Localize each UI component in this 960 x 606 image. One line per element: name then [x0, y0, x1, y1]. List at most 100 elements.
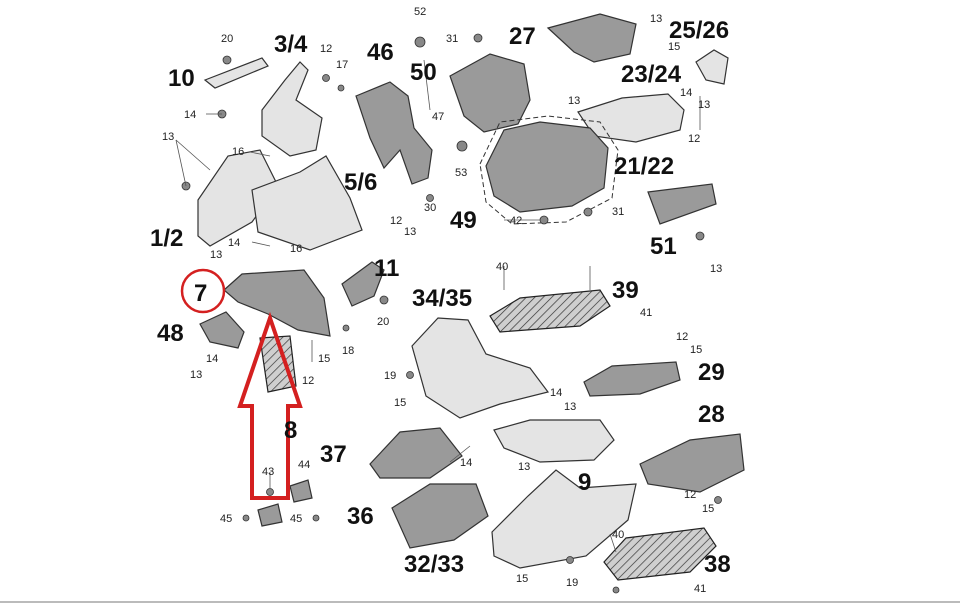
label-29: 29 — [698, 359, 725, 386]
callout-16b: 16 — [290, 243, 302, 255]
label-38: 38 — [704, 551, 731, 578]
label-46: 46 — [367, 39, 394, 66]
part-38-shape — [603, 527, 717, 581]
part-28-shape — [639, 433, 745, 493]
callout-14a: 14 — [184, 109, 196, 121]
callout-17: 17 — [336, 59, 348, 71]
label-5-6: 5/6 — [344, 169, 377, 196]
callout-18: 18 — [342, 345, 354, 357]
part-27-shape — [546, 13, 637, 63]
fastener-17 — [337, 84, 345, 92]
part-44-shape — [289, 479, 313, 503]
label-10: 10 — [168, 65, 195, 92]
callout-20a: 20 — [221, 33, 233, 45]
part-labels: 10 3/4 46 50 27 25/26 23/24 21/22 5/6 1/… — [150, 17, 731, 578]
part-43-shape — [257, 503, 283, 527]
callout-31b: 31 — [612, 206, 624, 218]
label-25-26: 25/26 — [669, 17, 729, 44]
fastener-31a — [473, 33, 483, 43]
part-37-shape — [369, 427, 463, 479]
label-11: 11 — [374, 255, 399, 282]
callout-41b: 41 — [694, 583, 706, 595]
callout-31a: 31 — [446, 33, 458, 45]
callout-12f: 12 — [688, 133, 700, 145]
callout-12e: 12 — [676, 331, 688, 343]
callout-numbers: 20 12 17 52 31 13 15 14 47 13 16 13 53 3… — [162, 6, 722, 595]
part-8-shape — [259, 335, 297, 393]
fastener-18 — [342, 324, 350, 332]
fastener-31b — [583, 207, 593, 217]
callout-40b: 40 — [612, 529, 624, 541]
callout-15a: 15 — [668, 41, 680, 53]
fastener-42 — [539, 215, 549, 225]
label-49: 49 — [450, 207, 477, 234]
part-32-33-shape — [491, 469, 637, 569]
label-21-22: 21/22 — [614, 153, 674, 180]
fastener-14x — [695, 231, 705, 241]
label-50: 50 — [410, 59, 437, 86]
part-49-shape — [485, 121, 609, 213]
highlight-annotation — [180, 268, 303, 500]
fastener-30 — [426, 194, 434, 202]
callout-12c: 12 — [302, 375, 314, 387]
part-46-shape — [355, 81, 433, 185]
fastener-20 — [222, 55, 232, 65]
callout-13j: 13 — [710, 263, 722, 275]
callout-12d: 12 — [684, 489, 696, 501]
callout-53: 53 — [455, 167, 467, 179]
part-48-shape — [199, 311, 245, 349]
leader-lines — [175, 59, 701, 553]
callout-13e: 13 — [210, 249, 222, 261]
part-49-outline — [479, 115, 619, 225]
callout-15d: 15 — [702, 503, 714, 515]
label-1-2: 1/2 — [150, 225, 183, 252]
part-10-shape — [203, 57, 269, 89]
part-25-26-shape — [695, 49, 729, 85]
callout-13f: 13 — [190, 369, 202, 381]
callout-14b: 14 — [228, 237, 240, 249]
callout-40a: 40 — [496, 261, 508, 273]
label-39: 39 — [612, 277, 639, 304]
callout-15e: 15 — [516, 573, 528, 585]
callout-15f: 15 — [690, 344, 702, 356]
callout-52: 52 — [414, 6, 426, 18]
callout-20b: 20 — [377, 316, 389, 328]
part-39-shape — [489, 289, 611, 333]
callout-14e: 14 — [460, 457, 472, 469]
callout-30: 30 — [424, 202, 436, 214]
callout-13g: 13 — [564, 401, 576, 413]
callout-43: 43 — [262, 466, 274, 478]
fastener-45b — [312, 514, 320, 522]
label-9: 9 — [578, 469, 591, 496]
callout-13d: 13 — [404, 226, 416, 238]
callout-14c: 14 — [206, 353, 218, 365]
part-7-shape — [223, 269, 331, 337]
part-36-shape — [391, 483, 489, 549]
callout-14d: 14 — [550, 387, 562, 399]
part-34-35-shape — [411, 317, 550, 419]
part-50-shape — [449, 53, 531, 133]
callout-44: 44 — [298, 459, 310, 471]
part-shapes — [197, 13, 745, 581]
callout-15b: 15 — [318, 353, 330, 365]
callout-13b: 13 — [162, 131, 174, 143]
callout-12a: 12 — [320, 43, 332, 55]
callout-13c: 13 — [568, 95, 580, 107]
callout-16a: 16 — [232, 146, 244, 158]
callout-47: 47 — [432, 111, 444, 123]
callout-13i: 13 — [698, 99, 710, 111]
fastener-15x — [714, 496, 722, 504]
label-7: 7 — [194, 280, 207, 307]
label-36: 36 — [347, 503, 374, 530]
label-3-4: 3/4 — [274, 31, 308, 58]
part-51-shape — [647, 183, 717, 225]
highlight-arrow — [237, 311, 303, 500]
callout-19b: 19 — [566, 577, 578, 589]
fastener-20b — [379, 295, 389, 305]
label-23-24: 23/24 — [621, 61, 682, 88]
part-3-4-shape — [261, 61, 323, 157]
callout-12b: 12 — [390, 215, 402, 227]
label-37: 37 — [320, 441, 347, 468]
